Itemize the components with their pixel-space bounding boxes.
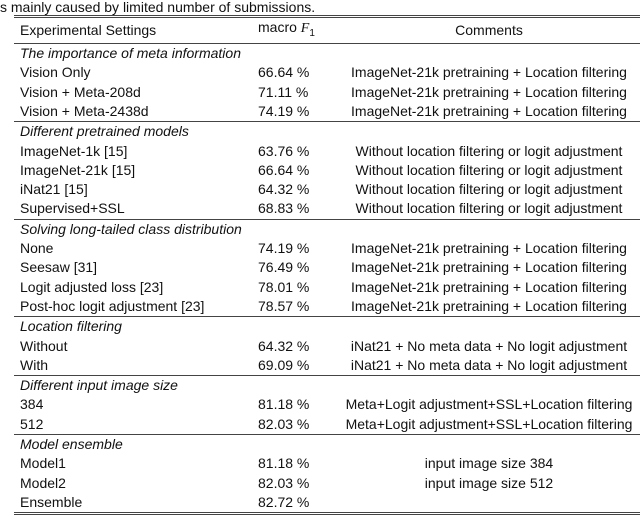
table-row: 512 82.03 % Meta+Logit adjustment+SSL+Loca…: [14, 415, 640, 435]
section-row: Different pretrained models: [14, 122, 640, 142]
f1-cell: 76.49 %: [258, 259, 310, 276]
header-metric: macro F1: [252, 17, 328, 44]
table-row: Ensemble 82.72 %: [14, 493, 640, 514]
comment-cell: Without location filtering or logit adju…: [355, 161, 623, 178]
comment-cell: iNat21 + No meta data + No logit adjustm…: [350, 337, 628, 354]
setting-cell: Vision Only: [20, 64, 91, 81]
comment-cell: iNat21 + No meta data + No logit adjustm…: [350, 356, 628, 373]
setting-cell: With: [20, 356, 48, 373]
section-title: Location filtering: [20, 318, 122, 335]
section-title: Different input image size: [20, 377, 178, 394]
f1-cell: 74.19 %: [258, 240, 310, 257]
table-row: ImageNet-1k [15] 63.76 % Without location …: [14, 142, 640, 161]
metric-label: macro: [258, 19, 297, 35]
header-comments: Comments: [455, 21, 523, 38]
setting-cell: Post-hoc logit adjustment [23]: [20, 297, 205, 314]
section-title: Different pretrained models: [20, 123, 189, 140]
setting-cell: ImageNet-1k [15]: [20, 142, 128, 159]
section-title: Solving long-tailed class distribution: [20, 220, 242, 237]
comment-cell: ImageNet-21k pretraining + Location filt…: [351, 259, 627, 276]
setting-cell: ImageNet-21k [15]: [20, 161, 136, 178]
setting-cell: Model2: [20, 474, 66, 491]
setting-cell: Ensemble: [20, 493, 83, 510]
setting-cell: 512: [20, 415, 44, 432]
comment-cell: ImageNet-21k pretraining + Location filt…: [351, 240, 627, 257]
f1-cell: 63.76 %: [258, 142, 310, 159]
setting-cell: Without: [20, 337, 68, 354]
table-row: Model1 81.18 % input image size 384: [14, 454, 640, 473]
table-row: 384 81.18 % Meta+Logit adjustment+SSL+Loca…: [14, 395, 640, 414]
table-row: With 69.09 % iNat21 + No meta data + No lo…: [14, 356, 640, 376]
table-group: Different input image size 384 81.18 % Meta…: [14, 376, 640, 435]
f1-cell: 82.72 %: [258, 493, 310, 510]
table-row: Vision Only 66.64 % ImageNet-21k pretraini…: [14, 63, 640, 82]
f1-cell: 66.64 %: [258, 64, 310, 81]
comment-cell: Without location filtering or logit adju…: [355, 142, 623, 159]
f1-cell: 71.11 %: [258, 83, 309, 100]
table-row: Vision + Meta-208d 71.11 % ImageNet-21k pr…: [14, 83, 640, 102]
metric-subscript: 1: [309, 27, 315, 39]
f1-cell: 78.57 %: [258, 297, 310, 314]
f1-cell: 69.09 %: [258, 356, 310, 373]
setting-cell: Logit adjusted loss [23]: [20, 278, 164, 295]
table-row: Logit adjusted loss [23] 78.01 % ImageNet-…: [14, 278, 640, 297]
setting-cell: Seesaw [31]: [20, 259, 98, 276]
setting-cell: Vision + Meta-2438d: [20, 102, 149, 119]
section-row: Solving long-tailed class distribution: [14, 219, 640, 239]
f1-cell: 82.03 %: [258, 415, 310, 432]
header-settings: Experimental Settings: [20, 21, 157, 38]
f1-cell: 81.18 %: [258, 396, 310, 413]
comment-cell: Without location filtering or logit adju…: [355, 181, 623, 198]
section-row: Different input image size: [14, 376, 640, 396]
setting-cell: iNat21 [15]: [20, 181, 88, 198]
comment-cell: input image size 512: [424, 474, 554, 491]
f1-cell: 68.83 %: [258, 200, 310, 217]
f1-cell: 82.03 %: [258, 474, 310, 491]
section-row: Location filtering: [14, 317, 640, 337]
f1-cell: 78.01 %: [258, 278, 310, 295]
comment-cell: Without location filtering or logit adju…: [355, 200, 623, 217]
header-row: Experimental Settings macro F1 Comments: [14, 17, 640, 44]
f1-cell: 64.32 %: [258, 181, 310, 198]
results-table: Experimental Settings macro F1 Comments …: [14, 15, 640, 515]
table-row: Seesaw [31] 76.49 % ImageNet-21k pretraini…: [14, 258, 640, 277]
comment-cell: input image size 384: [424, 455, 554, 472]
metric-symbol: F: [300, 21, 310, 36]
table-row: ImageNet-21k [15] 66.64 % Without location…: [14, 161, 640, 180]
section-row: Model ensemble: [14, 435, 640, 455]
table-row: Supervised+SSL 68.83 % Without location fi…: [14, 199, 640, 219]
f1-cell: 66.64 %: [258, 161, 310, 178]
comment-cell: Meta+Logit adjustment+SSL+Location filte…: [345, 396, 633, 413]
comment-cell: ImageNet-21k pretraining + Location filt…: [351, 278, 627, 295]
setting-cell: Model1: [20, 455, 66, 472]
section-row: The importance of meta information: [14, 44, 640, 64]
setting-cell: None: [20, 240, 54, 257]
comment-cell: ImageNet-21k pretraining + Location filt…: [351, 83, 627, 100]
comment-cell: ImageNet-21k pretraining + Location filt…: [351, 64, 627, 81]
f1-cell: 81.18 %: [258, 455, 310, 472]
setting-cell: Vision + Meta-208d: [20, 83, 141, 100]
table-row: iNat21 [15] 64.32 % Without location filte…: [14, 180, 640, 199]
table-row: Without 64.32 % iNat21 + No meta data + No…: [14, 337, 640, 356]
setting-cell: Supervised+SSL: [20, 200, 125, 217]
f1-cell: 64.32 %: [258, 337, 310, 354]
table-row: Post-hoc logit adjustment [23] 78.57 % Ima…: [14, 297, 640, 317]
table-row: None 74.19 % ImageNet-21k pretraining + Lo…: [14, 239, 640, 258]
comment-cell: ImageNet-21k pretraining + Location filt…: [351, 297, 627, 314]
comment-cell: Meta+Logit adjustment+SSL+Location filte…: [345, 415, 633, 432]
section-title: Model ensemble: [20, 436, 123, 453]
setting-cell: 384: [20, 396, 44, 413]
f1-cell: 74.19 %: [258, 102, 310, 119]
section-title: The importance of meta information: [20, 45, 241, 62]
table-row: Vision + Meta-2438d 74.19 % ImageNet-21k p…: [14, 102, 640, 122]
table-row: Model2 82.03 % input image size 512: [14, 474, 640, 493]
comment-cell: [328, 493, 640, 514]
caption-fragment: s mainly caused by limited number of sub…: [0, 0, 316, 15]
comment-cell: ImageNet-21k pretraining + Location filt…: [351, 102, 627, 119]
